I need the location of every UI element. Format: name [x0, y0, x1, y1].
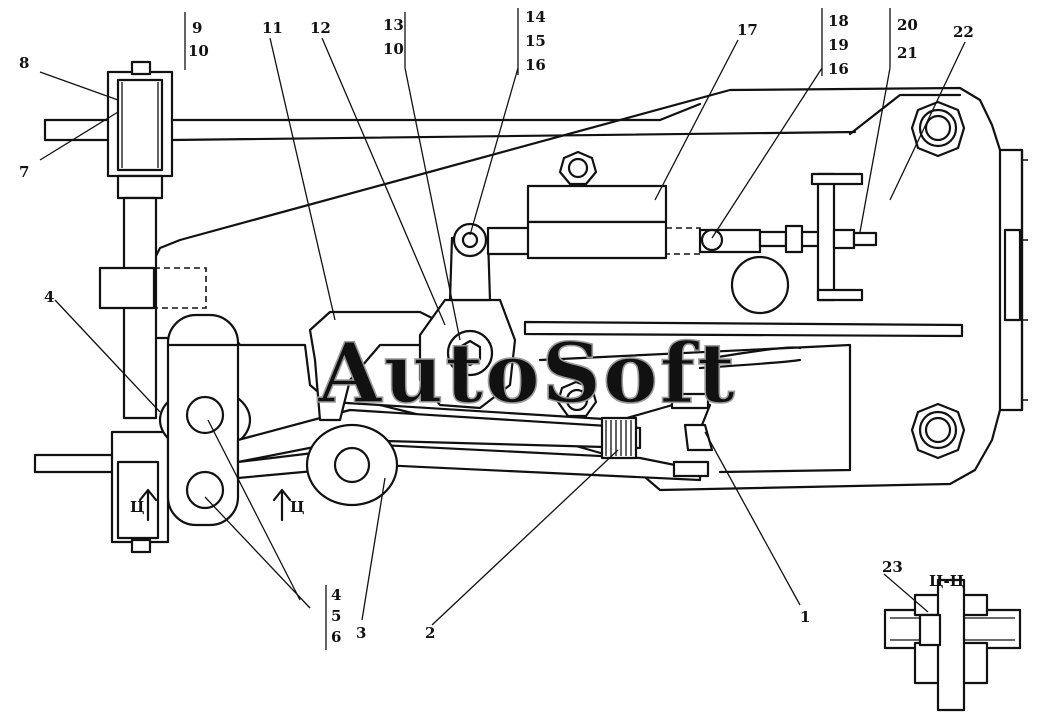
callout-2: 2	[425, 624, 435, 642]
leader-lines	[39, 8, 966, 650]
watermark-text: AutoSoft	[317, 326, 737, 422]
nut-middle	[556, 380, 598, 418]
stack-21: 21	[897, 44, 918, 62]
section-mark-left: Ц	[130, 498, 145, 516]
stack-4: 4	[331, 586, 341, 604]
stack-16: 16	[525, 56, 546, 74]
section-title: Ц-Ц	[929, 572, 964, 590]
callout-1: 1	[800, 608, 810, 626]
callout-4: 4	[44, 288, 54, 306]
section-mark-right: Ц	[290, 498, 305, 516]
stack-5: 5	[331, 607, 341, 625]
callout-3: 3	[356, 624, 366, 642]
stack-20: 20	[897, 16, 918, 34]
stack-6: 6	[331, 628, 341, 646]
cylinder-17	[486, 172, 878, 302]
lever-4	[158, 313, 252, 527]
nut-upper-right	[910, 100, 966, 158]
block-1	[670, 392, 714, 478]
section-marks: Ц Ц Ц-Ц	[130, 488, 964, 590]
nut-lower-right	[910, 402, 966, 460]
callout-17: 17	[737, 21, 758, 39]
nut-top	[558, 150, 598, 186]
callout-12: 12	[310, 19, 331, 37]
spring-2	[600, 416, 638, 460]
stack-13-10-bottom: 10	[383, 40, 404, 58]
stack-13-10-top: 13	[383, 16, 404, 34]
stack-19: 19	[828, 36, 849, 54]
stack-16b: 16	[828, 60, 849, 78]
callout-7: 7	[19, 163, 29, 181]
stack-18: 18	[828, 12, 849, 30]
callout-23: 23	[882, 558, 903, 576]
callout-11: 11	[262, 19, 283, 37]
stack-15: 15	[525, 32, 546, 50]
plate-details	[523, 255, 964, 474]
section-view	[883, 578, 1022, 712]
roller-3	[305, 423, 399, 507]
lever-11	[308, 310, 442, 422]
callout-22: 22	[953, 23, 974, 41]
bracket-plate	[153, 86, 1030, 492]
callout-8: 8	[19, 54, 29, 72]
callouts: 8 7 4 11 12 17 22 3 2 1 23 9 10 13 10 14…	[19, 8, 974, 646]
lever-12	[418, 222, 517, 410]
stack-9-10-top: 9	[192, 19, 202, 37]
left-vertical-rod	[98, 60, 207, 554]
stack-14: 14	[525, 8, 546, 26]
stack-9-10-bottom: 10	[188, 42, 209, 60]
